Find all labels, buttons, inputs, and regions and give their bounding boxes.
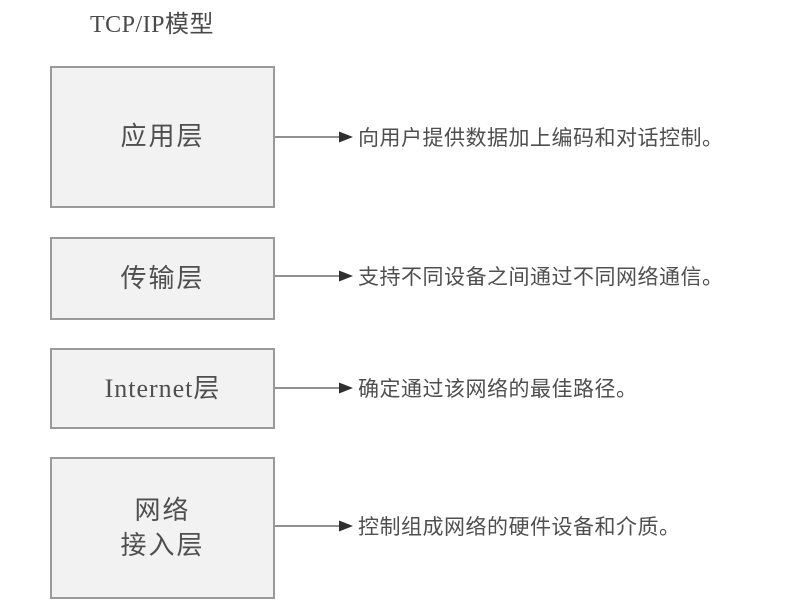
- layer-description-internet: 确定通过该网络的最佳路径。: [358, 377, 638, 401]
- arrow-right-icon: [275, 382, 353, 394]
- arrow-right-icon: [275, 131, 353, 143]
- arrow-right-icon: [275, 270, 353, 282]
- layer-description-network-access: 控制组成网络的硬件设备和介质。: [358, 515, 681, 539]
- arrow-right-icon: [275, 520, 353, 532]
- layer-description-application: 向用户提供数据加上编码和对话控制。: [358, 126, 724, 150]
- layer-label: Internet层: [104, 373, 221, 403]
- layer-box-transport[interactable]: 传输层: [50, 237, 275, 320]
- diagram-title: TCP/IP模型: [90, 12, 215, 38]
- layer-box-application[interactable]: 应用层: [50, 66, 275, 208]
- layer-box-network-access[interactable]: 网络 接入层: [50, 457, 275, 599]
- layer-label: 传输层: [120, 263, 205, 293]
- layer-label: 应用层: [120, 122, 205, 152]
- layer-description-transport: 支持不同设备之间通过不同网络通信。: [358, 265, 724, 289]
- layer-box-internet[interactable]: Internet层: [50, 348, 275, 429]
- layer-label: 网络 接入层: [120, 495, 205, 560]
